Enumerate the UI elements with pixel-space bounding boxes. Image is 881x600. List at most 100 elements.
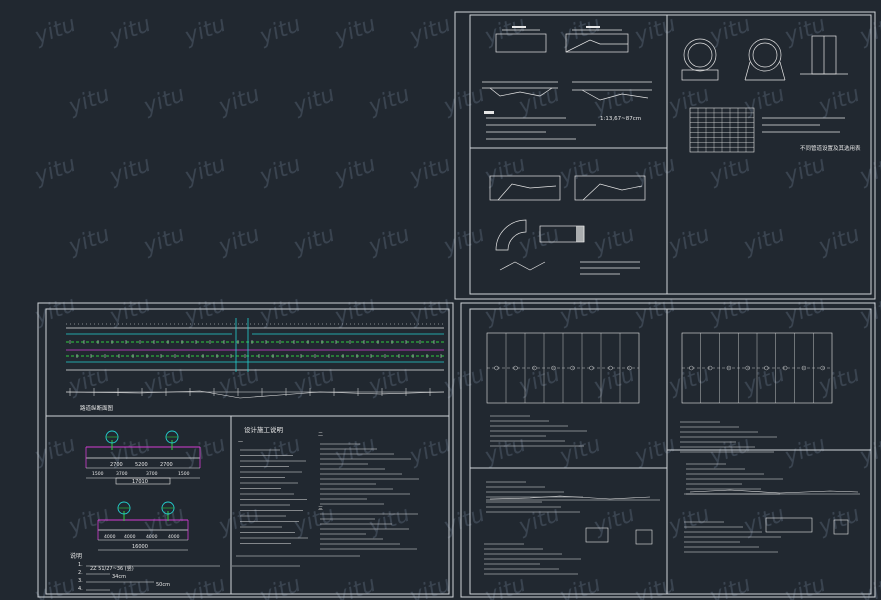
sheet-frames xyxy=(37,11,876,598)
watermark-text: yitu xyxy=(215,502,264,540)
dim-sub-2: 3700 xyxy=(116,471,128,477)
watermark-text: yitu xyxy=(515,362,564,400)
watermark-text: yitu xyxy=(31,152,80,190)
watermark-text: yitu xyxy=(706,572,755,600)
dim-sub-1: 1500 xyxy=(92,471,104,477)
bottom-right-sheet-frame xyxy=(460,302,876,598)
watermark-text: yitu xyxy=(856,292,881,330)
section-three-heading: 三 xyxy=(318,506,323,512)
plan-view-frame xyxy=(45,308,450,417)
watermark-text: yitu xyxy=(256,432,305,470)
watermark-text: yitu xyxy=(215,362,264,400)
watermark-text: yitu xyxy=(781,12,830,50)
watermark-text: yitu xyxy=(256,152,305,190)
watermark-text: yitu xyxy=(740,82,789,120)
watermark-text: yitu xyxy=(856,12,881,50)
watermark-text: yitu xyxy=(590,222,639,260)
watermark-text: yitu xyxy=(665,362,714,400)
watermark-text: yitu xyxy=(256,572,305,600)
watermark-text: yitu xyxy=(856,152,881,190)
watermark-text: yitu xyxy=(406,432,455,470)
watermark-text: yitu xyxy=(440,362,489,400)
note-4: 4. xyxy=(78,586,83,592)
watermark-text: yitu xyxy=(406,12,455,50)
watermark-text: yitu xyxy=(556,432,605,470)
watermark-text: yitu xyxy=(631,152,680,190)
notes-frame xyxy=(230,415,450,595)
watermark-text: yitu xyxy=(515,502,564,540)
dim-total-lower: 16000 xyxy=(132,544,148,550)
watermark-text: yitu xyxy=(181,12,230,50)
design-notes-text-lines xyxy=(232,443,419,567)
spec-1: 2Z 51/27~36 (竖) xyxy=(90,565,134,572)
dim-lower-3: 4000 xyxy=(146,534,158,540)
dim-lower-1: 4000 xyxy=(104,534,116,540)
tile-d-plan xyxy=(486,332,640,404)
cross-section-drawings xyxy=(85,446,201,551)
watermark-layer: yitu yitu yitu yitu yitu yitu yitu yitu yitu yitu… xyxy=(31,12,881,600)
tile-e-profile xyxy=(486,495,660,545)
section-dimensions: 2700 5200 2700 1500 3700 3700 1500 17010… xyxy=(92,462,190,550)
watermark-text: yitu xyxy=(856,572,881,600)
dim-lower-2: 4000 xyxy=(124,534,136,540)
watermark-text: yitu xyxy=(406,292,455,330)
watermark-text: yitu xyxy=(181,152,230,190)
watermark-text: yitu xyxy=(106,152,155,190)
section-one-heading: 一 xyxy=(238,440,243,446)
culvert-table-title: 不同管道设置及其选用表 xyxy=(800,144,861,152)
watermark-text: yitu xyxy=(515,82,564,120)
watermark-text: yitu xyxy=(481,572,530,600)
watermark-text: yitu xyxy=(781,152,830,190)
watermark-text: yitu xyxy=(481,152,530,190)
watermark-text: yitu xyxy=(65,82,114,120)
notes-heading: 说明 xyxy=(70,552,82,560)
watermark-text: yitu xyxy=(856,432,881,470)
watermark-text: yitu xyxy=(365,502,414,540)
note-1: 1. xyxy=(78,562,83,568)
watermark-text: yitu xyxy=(140,222,189,260)
dim-top-1: 2700 xyxy=(110,462,123,468)
watermark-text: yitu xyxy=(781,292,830,330)
profile-label: 路道纵断面图 xyxy=(80,404,114,412)
tile-b-hatch xyxy=(576,226,584,242)
watermark-text: yitu xyxy=(590,502,639,540)
watermark-text: yitu xyxy=(740,502,789,540)
watermark-text: yitu xyxy=(556,152,605,190)
watermark-text: yitu xyxy=(815,222,864,260)
design-notes-title: 设计施工说明 xyxy=(244,425,284,434)
watermark-text: yitu xyxy=(140,82,189,120)
watermark-text: yitu xyxy=(181,292,230,330)
watermark-text: yitu xyxy=(665,502,714,540)
watermark-text: yitu xyxy=(740,362,789,400)
culvert-table xyxy=(689,107,755,153)
watermark-text: yitu xyxy=(365,82,414,120)
cross-section-trees xyxy=(105,430,179,521)
watermark-text: yitu xyxy=(331,292,380,330)
watermark-text: yitu xyxy=(631,432,680,470)
watermark-text: yitu xyxy=(556,292,605,330)
watermark-text: yitu xyxy=(331,152,380,190)
section-notes: 说明 1. 2. 3. 4. 2Z 51/27~36 (竖) 34cm 50cm xyxy=(70,552,220,592)
dim-total: 17010 xyxy=(132,479,148,485)
watermark-text: yitu xyxy=(481,432,530,470)
watermark-text: yitu xyxy=(290,222,339,260)
watermark-text: yitu xyxy=(515,222,564,260)
watermark-text: yitu xyxy=(106,292,155,330)
watermark-text: yitu xyxy=(256,12,305,50)
watermark-text: yitu xyxy=(706,152,755,190)
watermark-text: yitu xyxy=(481,292,530,330)
note-3: 3. xyxy=(78,578,83,584)
tile-a-labels xyxy=(484,26,600,114)
watermark-text: yitu xyxy=(556,572,605,600)
watermark-text: yitu xyxy=(181,432,230,470)
watermark-text: yitu xyxy=(665,222,714,260)
watermark-text: yitu xyxy=(365,222,414,260)
dim-sub-4: 1500 xyxy=(178,471,190,477)
watermark-text: yitu xyxy=(181,572,230,600)
watermark-text: yitu xyxy=(331,572,380,600)
top-right-sheet-frame xyxy=(454,11,876,300)
spec-3: 50cm xyxy=(156,582,170,588)
watermark-text: yitu xyxy=(590,362,639,400)
watermark-text: yitu xyxy=(631,292,680,330)
